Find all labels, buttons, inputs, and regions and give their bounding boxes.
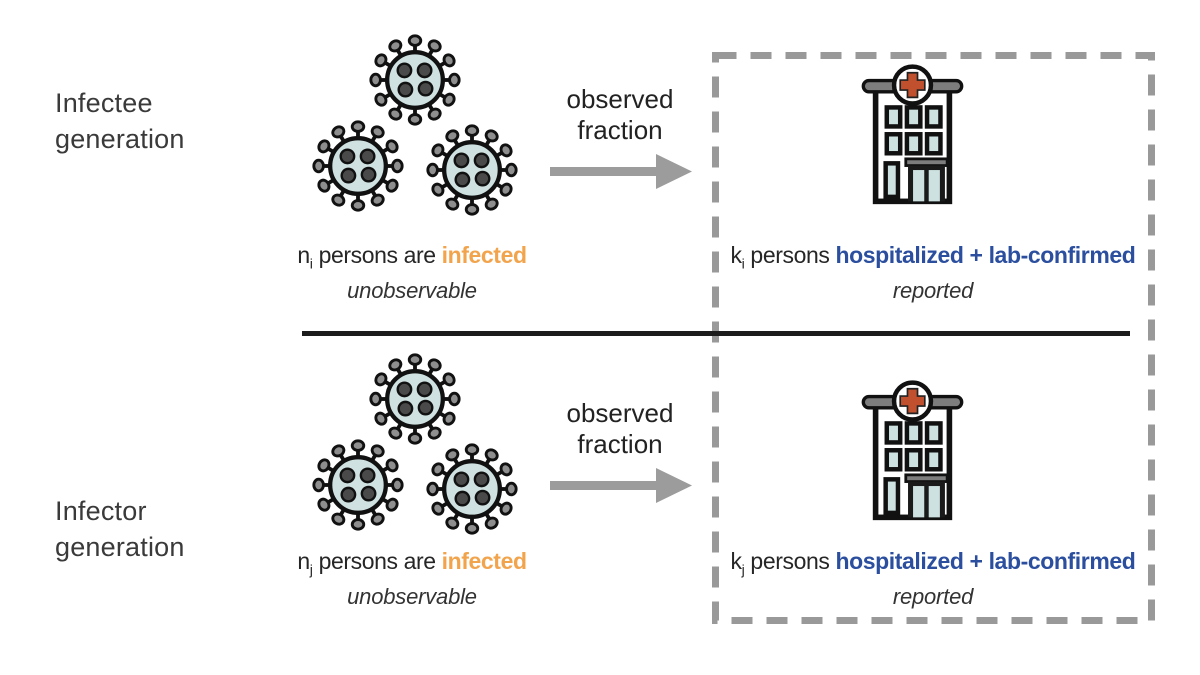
virus-icon bbox=[428, 445, 516, 533]
hospital-icon bbox=[851, 58, 974, 215]
virus-icon bbox=[371, 355, 459, 443]
reported-caption-text: ki persons hospitalized + lab-confirmed bbox=[730, 242, 1136, 273]
hospital-icon bbox=[851, 374, 974, 531]
reported-caption-text: kj persons hospitalized + lab-confirmed bbox=[730, 548, 1136, 579]
infected-highlight: infected bbox=[441, 242, 527, 268]
arrow-right-icon bbox=[549, 154, 692, 190]
unobservable-note: unobservable bbox=[347, 277, 477, 303]
reported-box bbox=[712, 52, 1155, 624]
reported-note: reported bbox=[892, 583, 974, 609]
virus-icon bbox=[428, 126, 516, 214]
infected-caption: ni persons are infected unobservable bbox=[252, 242, 572, 304]
observed-fraction-label: observed fraction bbox=[566, 398, 674, 459]
arrow-right-icon bbox=[549, 468, 692, 504]
virus-icon bbox=[314, 441, 402, 529]
hospitalized-highlight: hospitalized + lab-confirmed bbox=[835, 242, 1136, 268]
infected-caption-text: ni persons are infected bbox=[297, 242, 527, 273]
unobservable-note: unobservable bbox=[347, 583, 477, 609]
generation-label: Infector generation bbox=[55, 496, 185, 562]
observed-fraction-block: observed fraction bbox=[545, 84, 695, 190]
virus-cluster bbox=[292, 30, 532, 240]
observed-fraction-block: observed fraction bbox=[545, 398, 695, 504]
observed-fraction-label: observed fraction bbox=[566, 84, 674, 145]
virus-icon bbox=[371, 36, 459, 124]
reported-caption: ki persons hospitalized + lab-confirmed … bbox=[718, 242, 1148, 304]
reported-caption: kj persons hospitalized + lab-confirmed … bbox=[718, 548, 1148, 610]
divider-line bbox=[302, 331, 1130, 336]
virus-icon bbox=[314, 122, 402, 210]
generation-label: Infectee generation bbox=[55, 88, 185, 154]
hospitalized-highlight: hospitalized + lab-confirmed bbox=[835, 548, 1136, 574]
infected-caption: nj persons are infected unobservable bbox=[252, 548, 572, 610]
virus-cluster bbox=[292, 349, 532, 559]
infected-caption-text: nj persons are infected bbox=[297, 548, 527, 579]
reported-note: reported bbox=[892, 277, 974, 303]
infected-highlight: infected bbox=[441, 548, 527, 574]
